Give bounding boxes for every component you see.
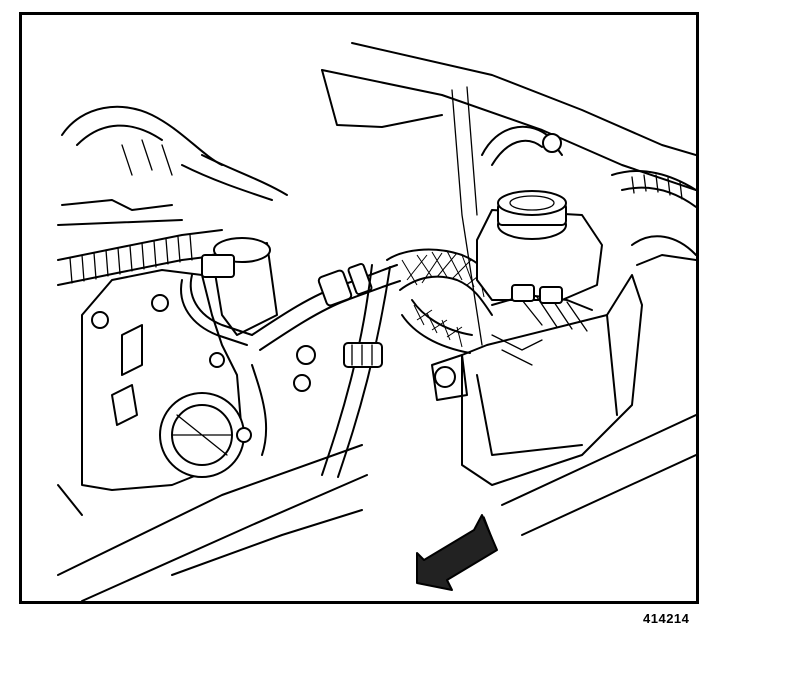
master-cylinder-reservoir: [476, 125, 603, 301]
forward-arrow: [416, 514, 498, 591]
hood-edge: [321, 42, 696, 346]
wiring-harness: [57, 229, 223, 286]
engine-upper-left: [57, 105, 288, 226]
vacuum-hose: [236, 262, 401, 456]
strut-tower: [611, 169, 696, 266]
purge-solenoid: [180, 237, 278, 346]
figure-id-label: 414214: [643, 611, 690, 626]
engine-compartment-illustration: [57, 42, 696, 601]
brake-lines: [491, 284, 593, 366]
braided-hose: [386, 248, 503, 354]
abs-housing: [431, 274, 643, 486]
illustration-frame: [19, 12, 699, 604]
throttle-body: [81, 269, 245, 491]
fender-lines: [57, 414, 696, 601]
